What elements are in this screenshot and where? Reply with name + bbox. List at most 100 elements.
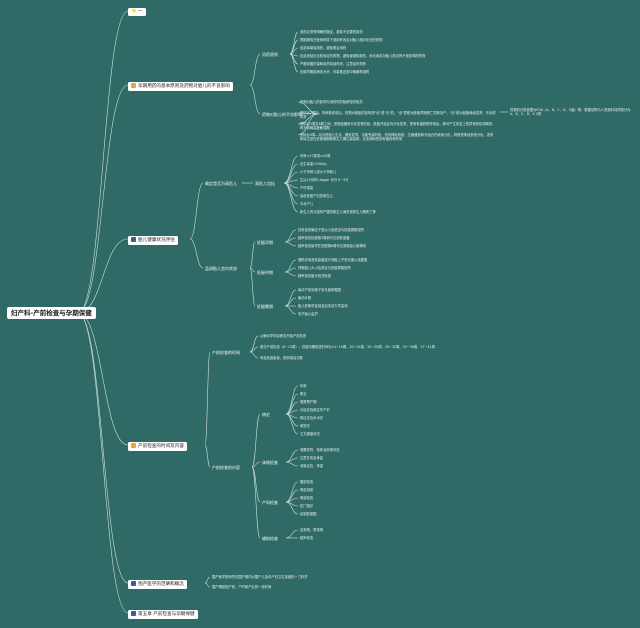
exam-group-1[interactable]: 体格检查 (262, 460, 278, 465)
root-node[interactable]: 妇产科-产前检查与孕期保健 (7, 307, 96, 319)
leaf-item[interactable]: 手术产儿 (300, 202, 314, 206)
connector (283, 182, 299, 205)
connector (249, 84, 261, 115)
leaf-item[interactable]: 超声检查最早在妊娠第6周可见到原始心管搏动 (298, 244, 367, 248)
leaf-item[interactable]: 从确诊早孕起即应开始产前检查 (260, 334, 307, 338)
leaf-item[interactable]: 观察发育、营养及精神状态 (300, 448, 340, 452)
hand-icon (131, 83, 136, 88)
connector (289, 53, 299, 73)
group-0[interactable]: 妊娠早期 (257, 240, 273, 245)
leaf-item[interactable]: 围产期是指产前、产时和产后的一段时间 (212, 585, 272, 589)
connector (249, 241, 256, 269)
branch-perinatal[interactable]: 围产医学的范畴和概念 (128, 580, 187, 589)
leaf-item[interactable]: 推算预产期 (300, 400, 317, 404)
sub-exam-time[interactable]: 产前检查的时间 (212, 350, 240, 355)
group-1[interactable]: 妊娠中期 (257, 270, 273, 275)
branch-chapter5-text: 第五章 产前检查与孕期保健 (138, 612, 195, 617)
leaf-item[interactable]: 绘制妊娠图 (300, 512, 317, 516)
leaf-item[interactable]: 肛门指诊 (300, 504, 314, 508)
leaf-item[interactable]: 判断胎儿大小及是否与妊娠周数相符 (298, 266, 351, 270)
branch-star-text: ⭐ 一 (131, 9, 143, 14)
connector (204, 351, 211, 446)
connector (189, 238, 204, 269)
leaf-item[interactable]: 测量血压、体重 (300, 464, 324, 468)
connector (285, 501, 299, 515)
connector (204, 444, 211, 468)
leaf-item[interactable]: 血常规、尿常规 (300, 528, 324, 532)
branch-fetal-health[interactable]: 胎儿健康状况评估 (128, 236, 178, 245)
connector (283, 182, 299, 213)
leaf-item[interactable]: 有高危因素者，酌情增加次数 (260, 356, 303, 360)
leaf-item[interactable]: 新生儿的兄姐有严重的新生儿病史或新生儿期死亡等 (300, 210, 376, 214)
leaf-item[interactable]: 围产医学是研究在围产期内对围产儿及孕产妇卫生保健的一门科学 (212, 575, 308, 579)
connector (283, 155, 299, 184)
connector (284, 241, 297, 247)
branch-prenatal-exam[interactable]: 产前检查的时间及内容 (128, 442, 187, 451)
connector (77, 312, 129, 614)
leaf-item[interactable]: 妇科检查确定子宫大小及是否与妊娠周数相符 (298, 228, 364, 232)
leaf-item[interactable]: 高危妊娠产妇的新生儿 (300, 194, 333, 198)
leaf-item[interactable]: 每次产检测量子宫长度和腹围 (298, 288, 341, 292)
leaf-item[interactable]: 骨盆测量 (300, 488, 314, 492)
leaf-item[interactable]: 年龄 (300, 384, 307, 388)
connector (249, 351, 259, 359)
leaf-item[interactable]: 职业 (300, 392, 307, 396)
leaf-item[interactable]: 首次产前检查（6~13周）；妊娠中期检查时间为14~19周、20~24周、25~… (260, 345, 435, 349)
leaf-item[interactable]: 受精后2周内，孕卵着床前后，药物对胚胎的影响是"全"或"无"的，"全"表现为胚胎… (300, 111, 496, 119)
sub-high-risk[interactable]: 确定是否为高危儿 (205, 181, 237, 186)
leaf-item[interactable]: 超声检查 (300, 536, 314, 540)
exam-group-0[interactable]: 病史 (262, 412, 270, 417)
connector (77, 84, 129, 314)
connector (251, 461, 261, 468)
leaf-item[interactable]: 阴道检查 (300, 496, 314, 500)
exam-group-2[interactable]: 产科检查 (262, 500, 278, 505)
leaf-item[interactable]: 生后1分钟内 Apgar 评分 0~3分 (300, 178, 349, 182)
sub-exam-content[interactable]: 产前检查的内容 (212, 465, 240, 470)
leaf-item[interactable]: 受精后9周—足月是胎儿生长、器官发育、功能完善阶段，仅有神经系统、生殖器官和牙齿… (300, 133, 494, 141)
connector (251, 466, 261, 539)
leaf-item[interactable]: 药物对胎儿的影响与用药时的胎龄密切相关 (300, 100, 363, 104)
leaf-item[interactable]: 出生体重<2500g (300, 162, 327, 166)
leaf-item[interactable]: 应选择单独用药，避免联合用药 (300, 46, 347, 50)
sub-high-risk-includes[interactable]: 高危儿包括 (255, 181, 275, 186)
leaf-item[interactable]: 注意步态及身高 (300, 456, 324, 460)
leaf-item[interactable]: 应选用结论比较肯定的药物，避免使用较新的、尚未肯定对胎儿是否有不良影响的药物 (300, 54, 426, 58)
connector (285, 481, 299, 503)
leaf-item[interactable]: 妊娠早期若病情允许，尽量推迟到中晚期再用药 (300, 70, 370, 74)
connector (249, 53, 261, 86)
leaf-item[interactable]: 小于孕龄儿或大于孕龄儿 (300, 170, 337, 174)
leaf-item[interactable]: 胎儿影像学监测及血流动力学监测 (298, 304, 348, 308)
group-2[interactable]: 妊娠晚期 (257, 304, 273, 309)
leaf-item[interactable]: 既往史及手术史 (300, 416, 324, 420)
leaf-item[interactable]: 借助手测宫底高度或尺测耻上子宫长度以及腹围 (298, 258, 368, 262)
leaf-item[interactable]: 根据病情在医师指导下选用有效且对胎儿相对安全的药物 (300, 38, 383, 42)
leaf-item[interactable]: 受精后3周至8周之间，是胚胎器官分化发育阶段，胚胎开始定向分化发育，受到有害药物… (300, 122, 496, 130)
leaf-item[interactable]: 孕龄<37周或≥42周 (300, 154, 331, 158)
branch-star[interactable]: ⭐ 一 (128, 8, 146, 16)
connector (297, 113, 319, 136)
hand-icon (131, 443, 136, 448)
leaf-item[interactable]: 用药必须有明确的指征，避免不必要的用药 (300, 30, 363, 34)
exam-group-3[interactable]: 辅助检查 (262, 536, 278, 541)
sub-fetal-monitoring[interactable]: 监测胎儿宫内状态 (205, 266, 237, 271)
sub-drug-effects[interactable]: 药物对胎儿的不良影响 (262, 112, 302, 117)
leaf-item[interactable]: 电子胎心监护 (298, 312, 318, 316)
connector (284, 289, 297, 307)
leaf-item[interactable]: 超声检查妊娠第5周即可见到妊娠囊 (298, 236, 350, 240)
branch-fetal-health-text: 胎儿健康状况评估 (138, 238, 175, 243)
leaf-item[interactable]: 家族史 (300, 424, 310, 428)
branch-chapter5[interactable]: 第五章 产前检查与孕期保健 (128, 610, 198, 619)
connector (251, 413, 261, 468)
branch-drug-principles[interactable]: 孕期用药的基本原则及药物对胎儿的不良影响 (128, 82, 233, 91)
leaf-item[interactable]: 丈夫健康状况 (300, 432, 320, 436)
leaf-item[interactable]: 超声检查胎头双顶径值 (298, 274, 331, 278)
sub-drug-principles[interactable]: 用药原则 (262, 52, 278, 57)
connector (284, 305, 297, 315)
leaf-item[interactable]: 产时感染 (300, 186, 314, 190)
leaf-item[interactable]: 胎动计数 (298, 296, 312, 300)
leaf-item[interactable]: 月经史及既往孕产史 (300, 408, 330, 412)
leaf-item[interactable]: 严格掌握剂量和用药持续时间，注意及时停药 (300, 62, 366, 66)
leaf-item[interactable]: 腹部检查 (300, 480, 314, 484)
